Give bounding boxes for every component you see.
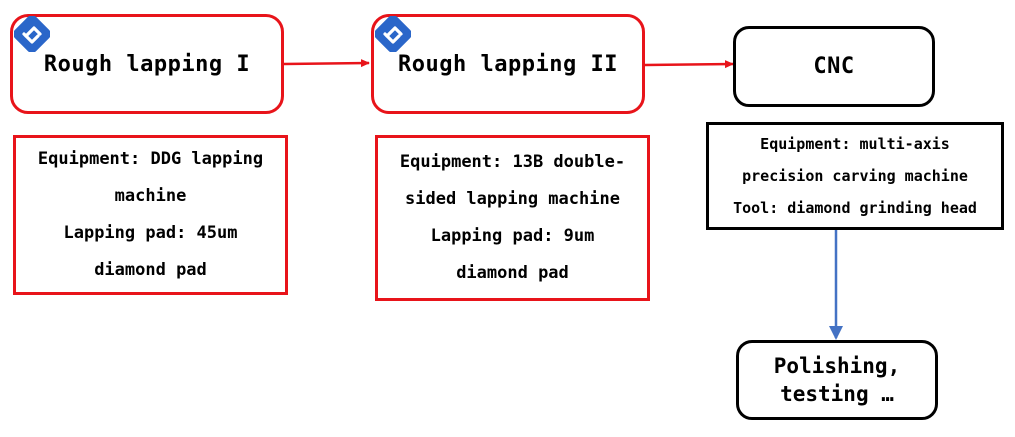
stage-title: Polishing, testing … <box>773 354 901 406</box>
stage-rough-lapping-1: Rough lapping I <box>10 14 284 114</box>
details-rough-lapping-2: Equipment: 13B double- sided lapping mac… <box>375 135 650 301</box>
brand-logo-icon <box>14 16 50 52</box>
stage-cnc: CNC <box>733 26 935 107</box>
details-rough-lapping-1: Equipment: DDG lapping machine Lapping p… <box>13 135 288 295</box>
arrow-rough1-to-rough2 <box>283 59 370 68</box>
details-cnc: Equipment: multi-axis precision carving … <box>706 122 1004 230</box>
stage-title: Rough lapping II <box>398 51 618 77</box>
stage-title: CNC <box>813 54 855 79</box>
arrow-cnc-to-final-head <box>829 326 843 340</box>
stage-rough-lapping-2: Rough lapping II <box>371 14 645 114</box>
arrow-rough2-to-cnc <box>644 60 734 69</box>
brand-logo-icon <box>375 16 411 52</box>
stage-title: Rough lapping I <box>43 51 251 77</box>
details-text: Equipment: 13B double- sided lapping mac… <box>399 152 626 283</box>
details-text: Equipment: DDG lapping machine Lapping p… <box>37 149 264 280</box>
details-text: Equipment: multi-axis precision carving … <box>733 135 977 217</box>
stage-polishing-testing: Polishing, testing … <box>736 340 938 420</box>
